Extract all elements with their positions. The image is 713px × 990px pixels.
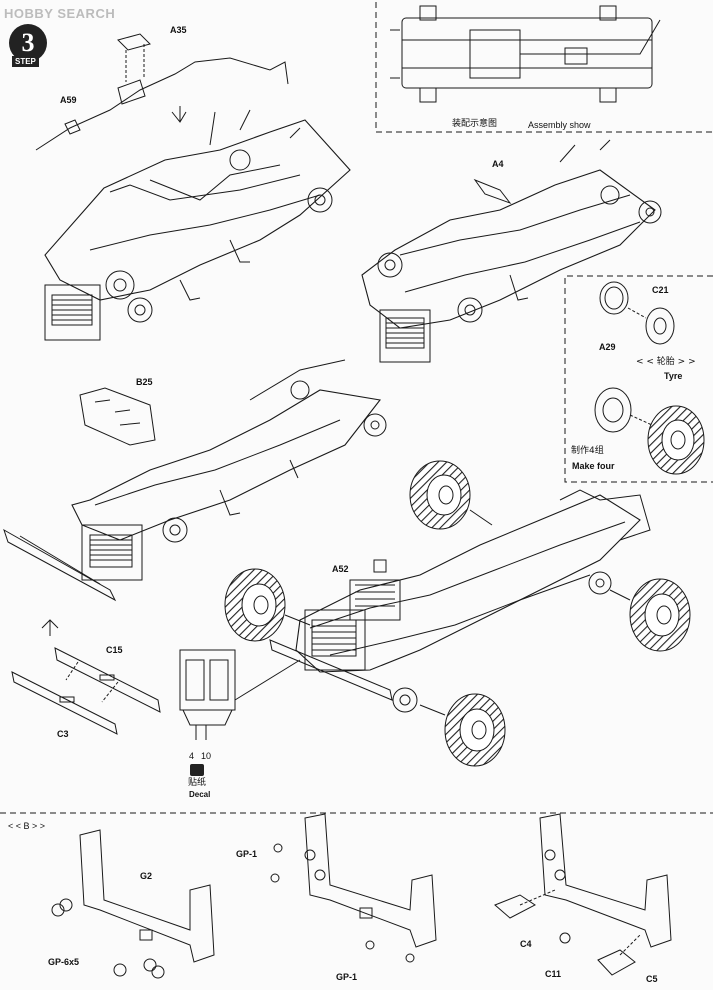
decal-number-4: 4 xyxy=(189,751,195,761)
make-four-cn: 制作4组 xyxy=(571,446,604,456)
step-number-badge: 3 xyxy=(9,24,47,62)
tyre-box xyxy=(564,275,713,483)
section-b-brackets xyxy=(51,813,672,979)
label-c15: C15 xyxy=(106,645,123,655)
label-c4: C4 xyxy=(520,939,532,949)
label-gp1-top: GP-1 xyxy=(236,849,258,859)
watermark: HOBBY SEARCH xyxy=(4,6,116,21)
assembly-show-en: Assembly show xyxy=(528,120,591,130)
label-a4: A4 xyxy=(492,159,504,169)
decal-icon xyxy=(190,764,204,776)
assembly-show-cn: 装配示意图 xyxy=(452,119,498,129)
label-b25: B25 xyxy=(136,377,153,387)
label-a29: A29 xyxy=(599,342,616,352)
engine-detail xyxy=(179,649,301,740)
label-a35: A35 xyxy=(170,25,187,35)
label-a52: A52 xyxy=(332,564,349,574)
label-gp6x5: GP-6x5 xyxy=(48,957,80,967)
label-c3: C3 xyxy=(57,729,69,739)
step-word: STEP xyxy=(12,56,39,67)
chassis-two xyxy=(361,139,662,363)
bumper-parts xyxy=(11,619,161,735)
final-chassis xyxy=(224,460,691,767)
exhaust-exploded xyxy=(35,33,289,151)
label-g2: G2 xyxy=(140,871,153,881)
label-c21: C21 xyxy=(652,285,669,295)
label-c11: C11 xyxy=(545,969,562,979)
decal-en: Decal xyxy=(189,790,211,799)
label-gp1-bottom: GP-1 xyxy=(336,972,358,982)
label-a59: A59 xyxy=(60,95,77,105)
make-four-en: Make four xyxy=(572,461,615,471)
assembly-show-box xyxy=(375,2,713,133)
tyre-en: Tyre xyxy=(664,371,683,381)
chassis-one xyxy=(44,109,351,341)
label-c5: C5 xyxy=(646,974,658,984)
chassis-three xyxy=(3,359,387,602)
decal-cn: 贴纸 xyxy=(188,778,207,788)
section-b-title: < < B > > xyxy=(8,821,46,831)
decal-number-10: 10 xyxy=(201,751,212,761)
tyre-title: < < 轮胎 > > xyxy=(636,357,696,367)
